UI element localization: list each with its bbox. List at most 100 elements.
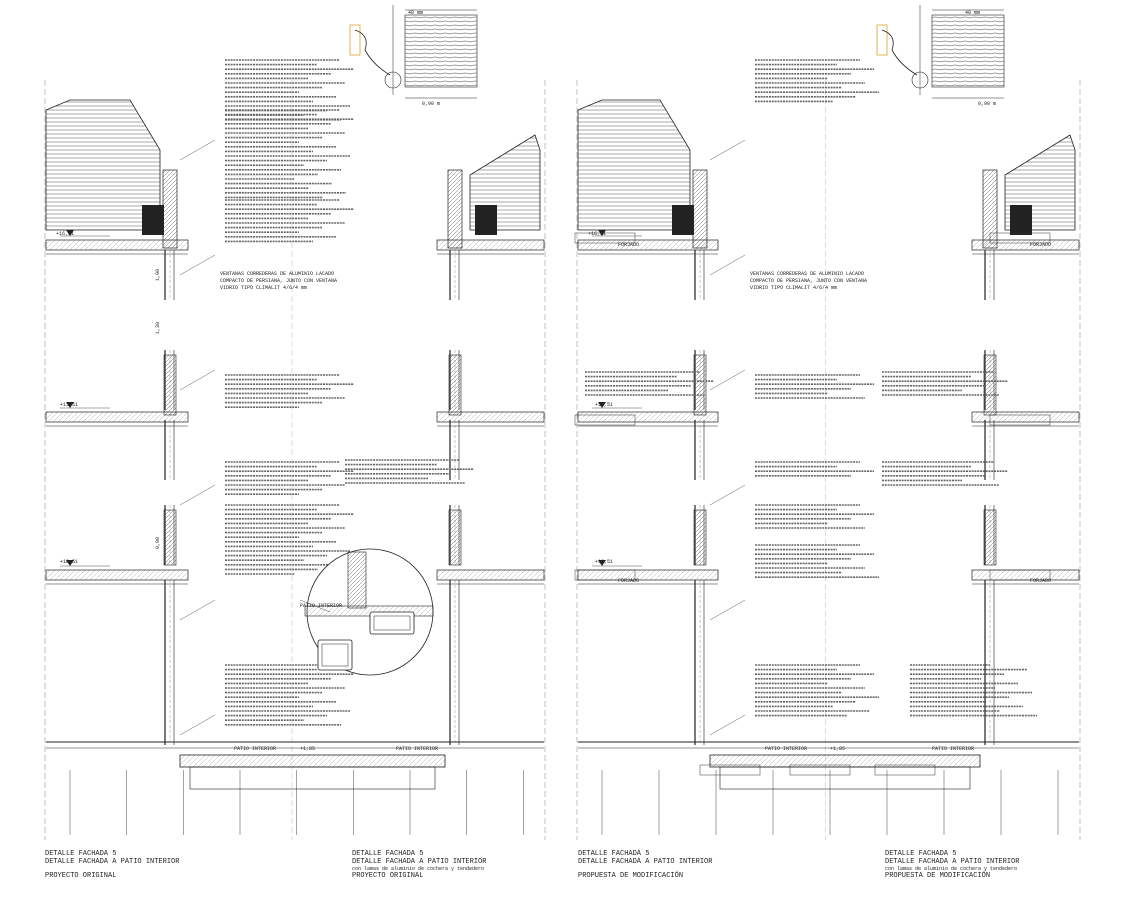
parapet-block [1010,205,1032,235]
floor-slab [577,411,719,423]
dim-label-1: 1,00 [155,268,162,282]
caption-sheet-2: DETALLE FACHADA 5 DETALLE FACHADA A PATI… [352,850,486,880]
annotation-note-block [225,664,354,726]
caption-subtitle: DETALLE FACHADA A PATIO INTERIOR [352,858,487,866]
floor-slab [577,239,719,251]
level-mark-mid-3: +13,51 [595,402,614,408]
patio-label-1: PATIO INTERIOR [300,603,343,609]
window-spec-note-6: VIDRIO TIPO CLIMALIT 4/6/4 mm [750,285,838,291]
level-mark-top-3: +16,51 [588,231,607,237]
louver-depth-dim-1: 40 mm [408,10,424,16]
annotation-note-block [882,371,1008,396]
level-mark-ground-3: +1,85 [830,746,846,752]
caption-phase: PROYECTO ORIGINAL [352,872,424,880]
louver-profile-detail [876,5,1005,99]
floor-slab [436,239,545,251]
caption-title: DETALLE FACHADA 5 [352,850,424,858]
annotation-note-block [755,544,879,579]
caption-note: con lamas de aluminio de cochera y tende… [352,866,485,872]
level-mark-ground-1: +1,85 [300,746,316,752]
louver-profile-detail [349,5,478,99]
caption-subtitle: DETALLE FACHADA A PATIO INTERIOR [45,858,180,866]
patio-label-5: PATIO INTERIOR [932,746,975,752]
caption-sheet-3: DETALLE FACHADA 5 DETALLE FACHADA A PATI… [578,850,712,880]
parapet-block [672,205,694,235]
enlarged-detail-bubble [299,548,434,676]
section-original [44,5,546,840]
louver-depth-dim-2: 40 mm [965,10,981,16]
floor-label-box [789,764,851,776]
caption-phase: PROYECTO ORIGINAL [45,872,117,880]
annotation-note-block [910,664,1037,717]
slab-label-3: FORJADO [1030,242,1052,248]
patio-slab [179,754,446,768]
annotation-note-block [225,374,354,409]
annotation-note-block [345,459,474,484]
caption-sheet-4: DETALLE FACHADA 5 DETALLE FACHADA A PATI… [885,850,1019,880]
annotation-note-block [225,461,354,496]
patio-label-4: PATIO INTERIOR [765,746,808,752]
caption-subtitle: DETALLE FACHADA A PATIO INTERIOR [578,858,713,866]
roof-section-left [45,99,161,231]
floor-slab [971,239,1080,251]
facade-wall-left [162,169,178,745]
annotation-note-block [225,109,354,199]
facade-wall-left [692,169,708,745]
level-mark-low-3: +10,51 [595,559,614,565]
facade-wall-right [447,169,463,745]
patio-label-3: PATIO INTERIOR [396,746,439,752]
caption-subtitle: DETALLE FACHADA A PATIO INTERIOR [885,858,1020,866]
floor-slab [45,411,189,423]
caption-title: DETALLE FACHADA 5 [45,850,117,858]
caption-title: DETALLE FACHADA 5 [885,850,957,858]
annotation-note-block [755,664,879,717]
annotation-note-block [755,59,879,103]
window-spec-note-2: COMPACTO DE PERSIANA, JUNTO CON VENTANA [220,278,338,284]
floor-slab [577,569,719,581]
caption-phase: PROPUESTA DE MODIFICACIÓN [578,872,684,880]
floor-label-box [574,414,636,426]
level-mark-top-1: +16,51 [56,231,75,237]
parapet-block [475,205,497,235]
annotation-note-block [225,504,354,575]
roof-section-left [577,99,691,231]
floor-label-box [874,764,936,776]
facade-wall-right [982,169,998,745]
slab-label-4: FORJADO [1030,578,1052,584]
slab-label-2: FORJADO [618,578,640,584]
floor-slab [45,239,189,251]
louver-span-dim-1: 0,90 m [422,101,441,107]
floor-slab [971,411,1080,423]
floor-label-box [989,414,1051,426]
annotation-note-block [755,374,874,399]
floor-label-box [699,764,761,776]
floor-label-box [989,232,1051,244]
parapet-block [142,205,164,235]
annotation-note-block [755,461,874,477]
level-mark-mid-1: +13,51 [60,402,79,408]
floor-label-box [574,232,636,244]
patio-label-2: PATIO INTERIOR [234,746,277,752]
section-proposal [576,5,1081,840]
caption-note: con lamas de aluminio de cochera y tende… [885,866,1018,872]
floor-label-box [989,569,1051,581]
window-spec-note-3: VIDRIO TIPO CLIMALIT 4/6/4 mm [220,285,308,291]
annotation-note-block [755,504,874,529]
window-spec-note-5: COMPACTO DE PERSIANA, JUNTO CON VENTANA [750,278,868,284]
floor-slab [436,569,545,581]
window-spec-note-1: VENTANAS CORREDERAS DE ALUMINIO LACADO [220,271,335,277]
floor-slab [971,569,1080,581]
annotation-note-block [585,371,714,396]
annotation-note-block [882,461,1008,486]
dim-label-3: 0,90 [155,536,162,550]
floor-slab [45,569,189,581]
window-spec-note-4: VENTANAS CORREDERAS DE ALUMINIO LACADO [750,271,865,277]
annotation-note-block [225,59,354,121]
caption-phase: PROPUESTA DE MODIFICACIÓN [885,872,991,880]
floor-label-box [574,569,636,581]
caption-sheet-1: DETALLE FACHADA 5 DETALLE FACHADA A PATI… [45,850,179,880]
louver-span-dim-2: 0,90 m [978,101,997,107]
slab-label-1: FORJADO [618,242,640,248]
level-mark-low-1: +10,51 [60,559,79,565]
